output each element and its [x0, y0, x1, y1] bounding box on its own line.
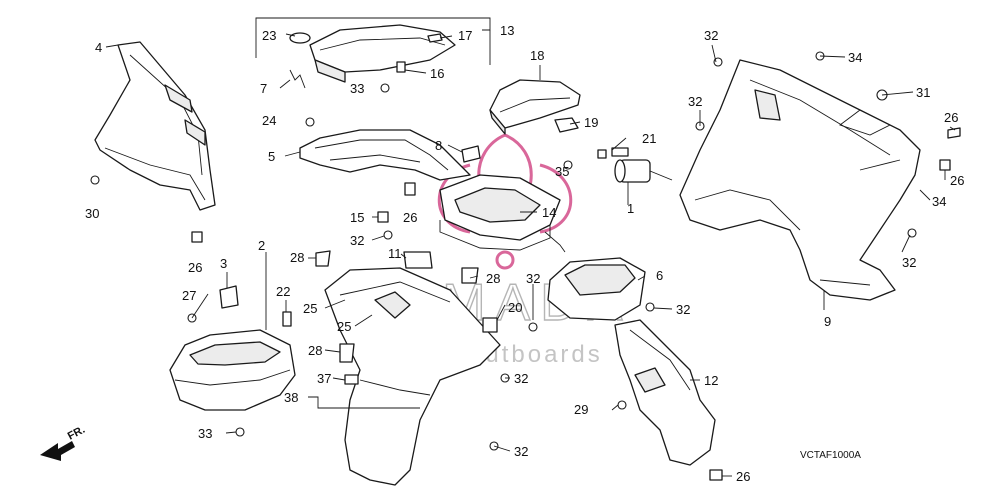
part-15-nut — [377, 211, 389, 223]
part-4-bracket — [94, 41, 216, 211]
callout-34-top: 34 — [848, 50, 862, 65]
callout-19: 19 — [584, 115, 598, 130]
part-2-box — [169, 329, 296, 411]
callout-28-c: 28 — [308, 343, 322, 358]
part-5-frame — [299, 129, 471, 181]
part-26-clip-left — [191, 231, 203, 243]
callout-labels: 4 30 26 3 2 27 22 28 25 25 28 37 38 33 2… — [85, 23, 964, 484]
callout-23: 23 — [262, 28, 276, 43]
callout-28-b: 28 — [486, 271, 500, 286]
part-11-clip — [403, 251, 433, 269]
callout-25-b: 25 — [337, 319, 351, 334]
part-3-clip — [219, 285, 239, 309]
callout-27: 27 — [182, 288, 196, 303]
callout-31: 31 — [916, 85, 930, 100]
part-18-lid — [489, 79, 581, 135]
callout-2: 2 — [258, 238, 265, 253]
callout-32-center-left: 32 — [350, 233, 364, 248]
leader-lines — [105, 17, 956, 477]
part-37-clip — [344, 374, 359, 385]
callout-6: 6 — [656, 268, 663, 283]
callout-22: 22 — [276, 284, 290, 299]
part-38-shroud — [324, 267, 501, 486]
callout-37: 37 — [317, 371, 331, 386]
part-9-cowl — [679, 59, 921, 301]
part-28b-clip — [461, 267, 479, 284]
part-26-clip-right — [939, 159, 951, 171]
diagram-code: VCTAF1000A — [800, 450, 861, 461]
part-8-hinge — [461, 145, 481, 163]
callout-32-right-upper: 32 — [688, 94, 702, 109]
callout-30: 30 — [85, 206, 99, 221]
part-26-clip-bottom — [709, 469, 723, 481]
callout-18: 18 — [530, 48, 544, 63]
callout-15: 15 — [350, 210, 364, 225]
part-28a-clip — [315, 250, 331, 267]
part-26-clip-center — [404, 182, 416, 196]
part-28c-clip — [339, 343, 355, 363]
callout-24: 24 — [262, 113, 276, 128]
callout-26-center: 26 — [403, 210, 417, 225]
callout-7: 7 — [260, 81, 267, 96]
front-direction-marker: FR. — [40, 424, 87, 461]
callout-38: 38 — [284, 390, 298, 405]
callout-32-lower-center: 32 — [514, 371, 528, 386]
part-1-lock — [597, 147, 673, 183]
callout-5: 5 — [268, 149, 275, 164]
callout-32-right-mid: 32 — [676, 302, 690, 317]
callout-28-a: 28 — [290, 250, 304, 265]
callout-11: 11 — [388, 246, 402, 261]
callout-17: 17 — [458, 28, 472, 43]
part-13-lid-assembly — [289, 24, 456, 89]
front-arrow-icon — [40, 441, 75, 461]
callout-16: 16 — [430, 66, 444, 81]
callout-8: 8 — [435, 138, 442, 153]
callout-14: 14 — [542, 205, 556, 220]
callout-32-top-right: 32 — [704, 28, 718, 43]
fr-label: FR. — [66, 424, 87, 443]
callout-32-far-right: 32 — [902, 255, 916, 270]
callout-12: 12 — [704, 373, 718, 388]
callout-13: 13 — [500, 23, 514, 38]
callout-33-top: 33 — [350, 81, 364, 96]
part-22-pin — [282, 311, 292, 327]
callout-26-upper-right: 26 — [944, 110, 958, 125]
callout-32-bottom: 32 — [514, 444, 528, 459]
callout-4: 4 — [95, 40, 102, 55]
callout-3: 3 — [220, 256, 227, 271]
part-19-hinge — [554, 117, 579, 133]
part-12-duct — [614, 319, 716, 466]
callout-29: 29 — [574, 402, 588, 417]
callout-26-right: 26 — [950, 173, 964, 188]
callout-1: 1 — [627, 201, 634, 216]
callout-26-bottom: 26 — [736, 469, 750, 484]
part-26-clip-upper-right — [947, 127, 961, 139]
part-14-tray — [439, 174, 566, 253]
callout-35: 35 — [555, 164, 569, 179]
part-20-grommet — [482, 317, 498, 333]
small-parts — [191, 117, 961, 481]
callout-34-right: 34 — [932, 194, 946, 209]
callout-32-center: 32 — [526, 271, 540, 286]
callout-25-a: 25 — [303, 301, 317, 316]
callout-33-bottom: 33 — [198, 426, 212, 441]
callout-20: 20 — [508, 300, 522, 315]
callout-21: 21 — [642, 131, 656, 146]
callout-26-left: 26 — [188, 260, 202, 275]
callout-9: 9 — [824, 314, 831, 329]
part-6-box — [547, 257, 646, 321]
